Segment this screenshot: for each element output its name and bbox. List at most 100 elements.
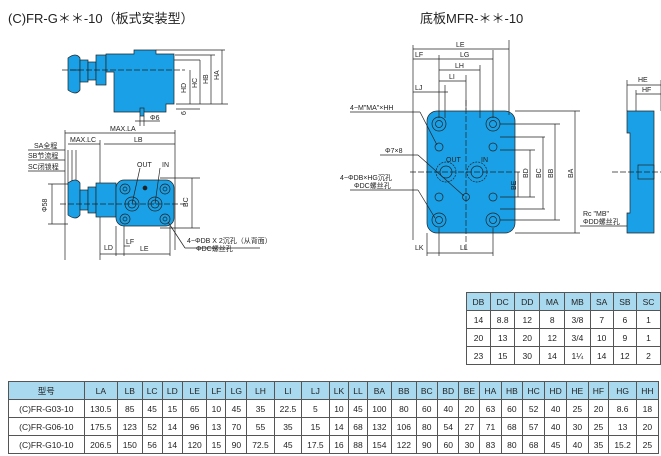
table-cell: 123 [117, 417, 143, 436]
table-cell: 10 [206, 399, 227, 418]
dim-phi6: Φ6 [150, 115, 160, 122]
column-header: SC [636, 292, 661, 311]
table-cell: 54 [436, 417, 460, 436]
dim-lh: LH [455, 63, 464, 70]
table-cell: 14 [161, 435, 183, 454]
note-db-1: 4−ΦDB×HG沉孔 [340, 174, 392, 182]
dim-6: 6 [181, 111, 188, 115]
column-header: LJ [301, 381, 330, 400]
table-cell: 40 [566, 435, 589, 454]
table-cell: 22.5 [273, 399, 303, 418]
model-cell: (C)FR-G10-10 [8, 435, 85, 454]
table-cell: 35 [587, 435, 610, 454]
table-cell: 12 [612, 346, 638, 365]
table-cell: 85 [117, 399, 143, 418]
table-cell: 45 [544, 435, 568, 454]
table-cell: 60 [415, 399, 439, 418]
column-header: BE [458, 381, 481, 400]
table-cell: 30 [458, 435, 481, 454]
table-cell: 15 [206, 435, 227, 454]
table-cell: 3/4 [564, 328, 591, 347]
column-header: DD [514, 292, 541, 311]
note-db-2: ΦDC螺丝孔 [354, 181, 391, 190]
table-cell: 15 [301, 417, 330, 436]
column-header: SB [612, 292, 638, 311]
column-header: MA [539, 292, 566, 311]
table-cell: 206.5 [83, 435, 119, 454]
stroke-sa: SA全程 [34, 141, 57, 150]
table-cell: 20 [635, 417, 660, 436]
column-header: HG [608, 381, 637, 400]
column-header: BA [366, 381, 393, 400]
dim-bc-valve: BC [183, 197, 190, 207]
table-cell: 132 [366, 417, 393, 436]
port-out-base: OUT [446, 157, 462, 164]
dim-lb: LB [134, 137, 143, 144]
table-cell: 15.2 [608, 435, 637, 454]
table-cell: 120 [181, 435, 208, 454]
table-cell: 45 [273, 435, 303, 454]
table-cell: 175.5 [83, 417, 119, 436]
table-cell: 30 [514, 346, 541, 365]
table-cell: 56 [141, 435, 163, 454]
base-plate-view [350, 40, 646, 256]
table-cell: 90 [225, 435, 248, 454]
table-cell: 5 [301, 399, 330, 418]
table-cell: 9 [612, 328, 638, 347]
table-cell: 20 [587, 399, 610, 418]
table-cell: 96 [181, 417, 208, 436]
table-cell: 7 [589, 310, 614, 329]
dim-hb: HB [203, 74, 210, 84]
table-cell: 83 [479, 435, 502, 454]
table-cell: 6 [612, 310, 638, 329]
table-cell: 100 [366, 399, 393, 418]
table-cell: 14 [539, 346, 566, 365]
note-pin: Φ7×8 [385, 148, 403, 155]
valve-note-1: 4−ΦDB X 2沉孔（从背面） [187, 236, 272, 245]
table-cell: 18 [635, 399, 660, 418]
column-header: BD [436, 381, 460, 400]
table-cell: 3/8 [564, 310, 591, 329]
table-cell: 63 [479, 399, 502, 418]
column-header: LK [328, 381, 350, 400]
table-cell: 122 [391, 435, 417, 454]
table-cell: 20 [466, 328, 491, 347]
dim-max-la: MAX.LA [110, 126, 136, 133]
dim-phi58: Φ58 [42, 199, 49, 212]
drawings: HD HC HB HA 6 Φ6 MAX.LA MAX.LC LB BC LD … [28, 40, 661, 260]
table-cell: 23 [466, 346, 491, 365]
table-cell: 14 [328, 417, 350, 436]
dim-bc-base: BC [536, 168, 543, 178]
table-cell: 52 [522, 399, 546, 418]
table-cell: 1¼ [564, 346, 591, 365]
dim-le-valve: LE [140, 246, 149, 253]
column-header: LE [181, 381, 208, 400]
table-cell: 68 [348, 417, 368, 436]
table-cell: 154 [366, 435, 393, 454]
table-cell: 20 [458, 399, 481, 418]
column-header: LI [273, 381, 303, 400]
table-cell: 35 [246, 399, 275, 418]
column-header: HH [635, 381, 660, 400]
dim-ld: LD [104, 245, 113, 252]
column-header: MB [564, 292, 591, 311]
dim-bd: BD [523, 168, 530, 178]
table-cell: 70 [225, 417, 248, 436]
dim-lk: LK [415, 245, 424, 252]
dim-ha: HA [214, 70, 221, 80]
column-header: BC [415, 381, 439, 400]
table-cell: 55 [246, 417, 275, 436]
column-header: LL [348, 381, 368, 400]
table-cell: 90 [415, 435, 439, 454]
model-cell: (C)FR-G03-10 [8, 399, 85, 418]
table-cell: 71 [479, 417, 502, 436]
note-rc-2: ΦDD螺丝孔 [583, 217, 620, 226]
dim-max-lc: MAX.LC [70, 137, 96, 144]
table-cell: 40 [436, 399, 460, 418]
